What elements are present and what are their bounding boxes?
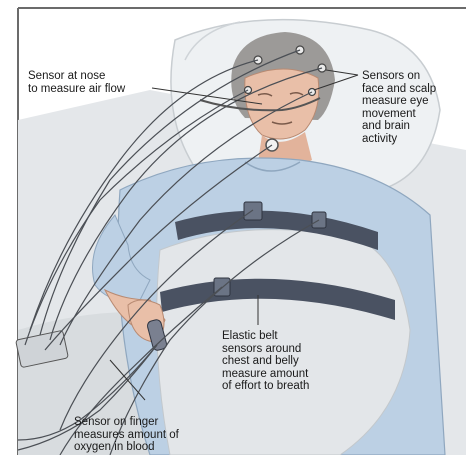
finger-sensor-label: Sensor on finger measures amount of oxyg… [74,416,179,454]
chest-belt-buckle [244,202,262,220]
face-sensors-label: Sensors on face and scalp measure eye mo… [362,70,436,145]
belt-sensors-label: Elastic belt sensors around chest and be… [222,330,309,393]
nose-sensor-label: Sensor at nose to measure air flow [28,70,125,95]
